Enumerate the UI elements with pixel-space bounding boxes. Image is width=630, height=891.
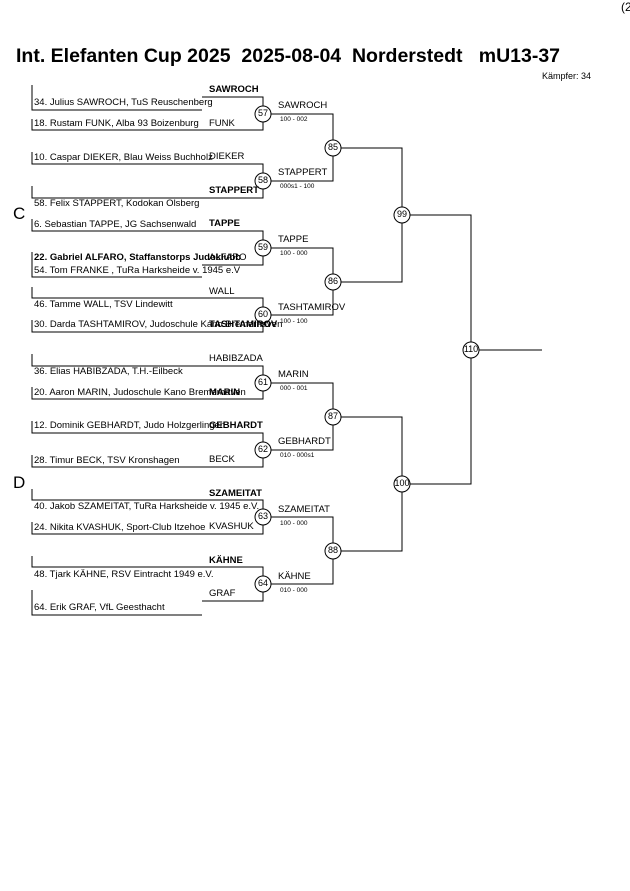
match-number: 61 (257, 377, 268, 387)
section-label-c: C (13, 204, 26, 223)
match-score: 100 - 000 (280, 250, 308, 257)
round1-name: WALL (209, 286, 235, 297)
entry: 12. Dominik GEBHARDT, Judo Holzgerlingen (34, 420, 226, 431)
round2-name: TASHTAMIROV (278, 302, 346, 313)
match-number: 57 (257, 108, 268, 118)
match-score: 100 - 100 (280, 318, 308, 325)
round2-name: TAPPE (278, 234, 309, 245)
round1-name: STAPPERT (209, 185, 259, 196)
page-title: Int. Elefanten Cup 2025 2025-08-04 Norde… (16, 45, 561, 67)
match-number: 88 (327, 545, 338, 555)
round1-name: GRAF (209, 588, 236, 599)
round2-name: SAWROCH (278, 100, 328, 111)
match-number: 63 (257, 511, 268, 521)
round1-name: HABIBZADA (209, 353, 263, 364)
entry: 24. Nikita KVASHUK, Sport-Club Itzehoe (34, 522, 206, 533)
round2-name: GEBHARDT (278, 436, 331, 447)
match-score: 100 - 002 (280, 116, 308, 123)
round2-name: KÄHNE (278, 571, 311, 582)
match-number: 100 (394, 478, 410, 488)
match-number: 60 (257, 309, 268, 319)
round1-name: KVASHUK (209, 521, 254, 532)
entry: 20. Aaron MARIN, Judoschule Kano Bremerh… (34, 387, 246, 398)
page-number-fragment: (2 (621, 0, 630, 14)
match-score: 010 - 000 (280, 587, 308, 594)
entry: 36. Elias HABIBZADA, T.H.-Eilbeck (34, 366, 183, 377)
entry: 58. Felix STAPPERT, Kodokan Olsberg (34, 198, 200, 209)
entry: 10. Caspar DIEKER, Blau Weiss Buchholz (34, 152, 213, 163)
match-number: 110 (463, 344, 479, 354)
entry: 18. Rustam FUNK, Alba 93 Boizenburg (34, 118, 199, 129)
entry: 34. Julius SAWROCH, TuS Reuschenberg (34, 97, 213, 108)
section-label-d: D (13, 473, 26, 492)
round2-name: MARIN (278, 369, 309, 380)
round1-name: TAPPE (209, 218, 240, 229)
entry: 30. Darda TASHTAMIROV, Judoschule Kano B… (34, 319, 283, 330)
round1-name: SZAMEITAT (209, 488, 262, 499)
match-number: 58 (257, 175, 268, 185)
match-number: 86 (327, 276, 338, 286)
entry: 46. Tamme WALL, TSV Lindewitt (34, 299, 173, 310)
round2-name: STAPPERT (278, 167, 328, 178)
match-number: 64 (257, 578, 268, 588)
round1-name: GEBHARDT (209, 420, 263, 431)
round2-name: SZAMEITAT (278, 504, 330, 515)
entry: 48. Tjark KÄHNE, RSV Eintracht 1949 e.V. (34, 569, 214, 580)
round1-name: TASHTAMIROV (209, 319, 278, 330)
match-number: 62 (257, 444, 268, 454)
match-number: 87 (327, 411, 338, 421)
match-number: 99 (396, 209, 407, 219)
round1-name: MARIN (209, 387, 241, 398)
round1-name: BECK (209, 454, 235, 465)
entry: 54. Tom FRANKE , TuRa Harksheide v. 1945… (34, 265, 241, 276)
round1-name: FUNK (209, 118, 235, 129)
entry: 64. Erik GRAF, VfL Geesthacht (34, 602, 165, 613)
entry: 40. Jakob SZAMEITAT, TuRa Harksheide v. … (34, 501, 260, 512)
entry: 22. Gabriel ALFARO, Staffanstorps Judokl… (34, 252, 242, 263)
entry: 28. Timur BECK, TSV Kronshagen (34, 455, 180, 466)
round1-name: SAWROCH (209, 84, 259, 95)
match-score: 010 - 000s1 (280, 452, 315, 459)
entry: 6. Sebastian TAPPE, JG Sachsenwald (34, 219, 197, 230)
round1-name: DIEKER (209, 151, 245, 162)
match-score: 000 - 001 (280, 385, 308, 392)
round1-name: ALFARO (209, 252, 247, 263)
round1-name: KÄHNE (209, 555, 243, 566)
match-number: 59 (257, 242, 268, 252)
match-number: 85 (327, 142, 338, 152)
match-score: 000s1 - 100 (280, 183, 315, 190)
match-score: 100 - 000 (280, 520, 308, 527)
fighters-count: Kämpfer: 34 (542, 71, 592, 81)
